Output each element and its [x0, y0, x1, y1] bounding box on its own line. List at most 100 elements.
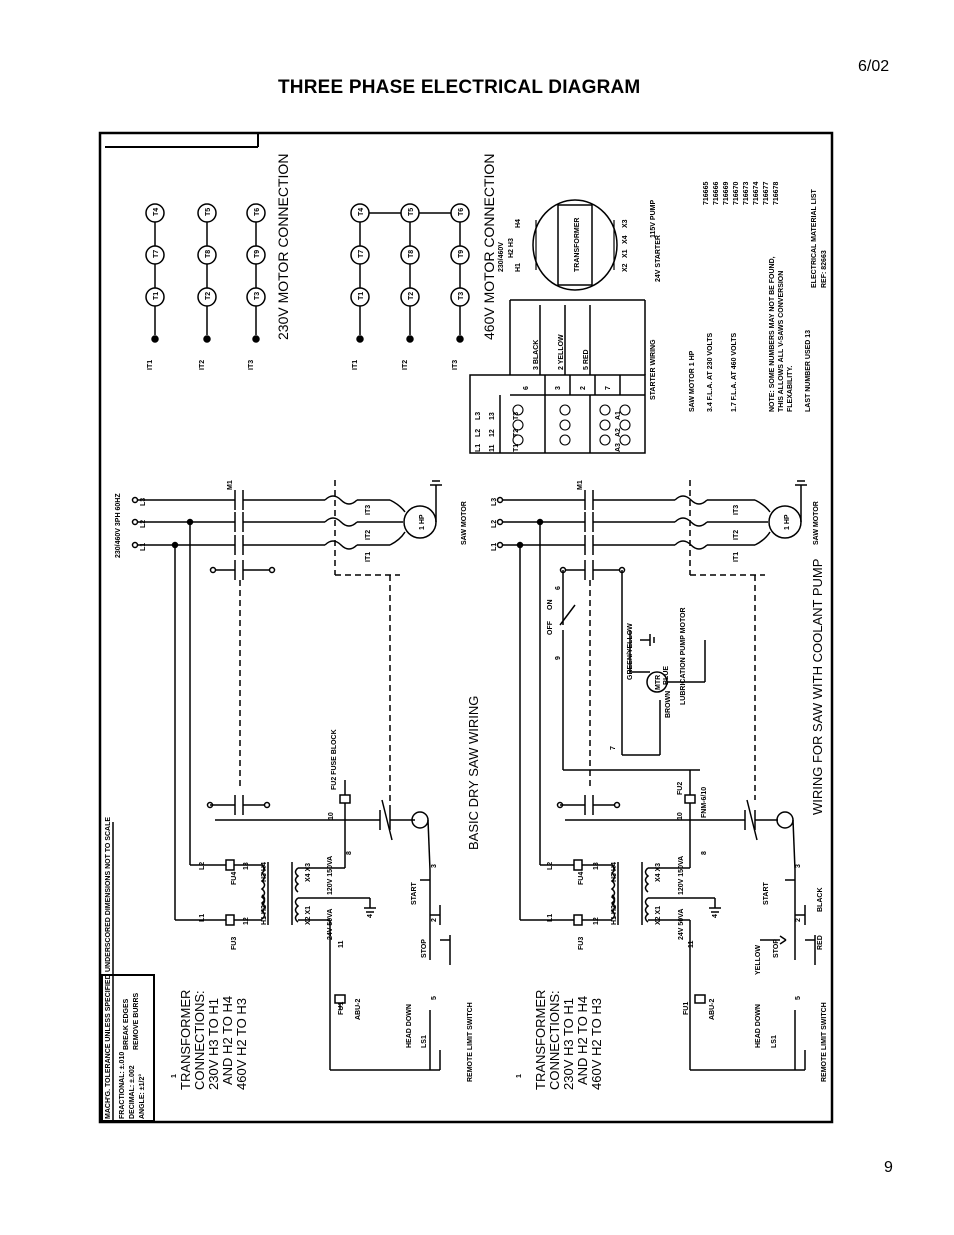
transformer-volts: 230/460V — [498, 242, 505, 272]
coolant-wire-3: 3 — [795, 864, 802, 868]
coolant-term-IT1: IT1 — [733, 552, 740, 562]
coolant-mtr-label: MTR — [655, 675, 662, 690]
term-230-T2: T2 — [205, 292, 212, 300]
input-230-IT2: IT2 — [199, 360, 206, 370]
basic-120v: 120V 150VA — [327, 856, 334, 895]
svg-text:460V H2 TO H3: 460V H2 TO H3 — [234, 998, 249, 1090]
input-460-IT3: IT3 — [452, 360, 459, 370]
transformer-pump-out: 115V PUMP — [650, 200, 657, 238]
coolant-wire-2: 2 — [795, 918, 802, 922]
term-230-T8: T8 — [205, 250, 212, 258]
caption-460v-motor: 460V MOTOR CONNECTION — [481, 154, 497, 340]
basic-stop-label: STOP — [421, 939, 428, 958]
starter-b-T3: T3 — [513, 412, 520, 420]
note-line-1: NOTE: SOME NUMBERS MAY NOT BE FOUND, — [769, 256, 776, 412]
basic-x2x1: X2 X1 — [305, 906, 312, 925]
svg-text:TRANSFORMER: TRANSFORMER — [178, 990, 193, 1090]
coolant-off-label: OFF — [547, 620, 554, 635]
basic-phase-L2: L2 — [140, 520, 147, 528]
coolant-fu2-label: FU2 — [677, 782, 684, 795]
starter-c-A1: A1 — [615, 411, 622, 420]
coolant-fu1-label: FU1 — [683, 1002, 690, 1015]
basic-fu4-label: FU4 — [231, 872, 238, 885]
starter-L2: L2 — [475, 429, 482, 437]
tol-angle: ANGLE: ±1/2° — [138, 1074, 146, 1119]
tol-fractional: FRACTIONAL: ±.010 — [119, 1052, 126, 1119]
basic-m1-label: M1 — [227, 480, 234, 490]
coolant-blue-label: BLUE — [663, 666, 670, 685]
coolant-L1: L1 — [547, 914, 554, 922]
coolant-wire-1: 1 — [516, 1074, 523, 1078]
coolant-phase-L1: L1 — [491, 543, 498, 551]
coolant-on-label: ON — [547, 600, 554, 611]
input-460-IT1: IT1 — [352, 360, 359, 370]
coolant-wire-11: 11 — [688, 940, 695, 948]
title-block: MACH'G. TOLERANCE UNLESS SPECIFIED UNDER… — [101, 817, 155, 1122]
coolant-wire-5: 5 — [795, 996, 802, 1000]
term-460-T5: T5 — [408, 208, 415, 216]
scale-note: UNDERSCORED DIMENSIONS NOT TO SCALE — [105, 817, 112, 972]
svg-text:460V H2 TO H3: 460V H2 TO H3 — [589, 998, 604, 1090]
input-460-IT2: IT2 — [402, 360, 409, 370]
starter-num-2: 2 — [580, 386, 587, 390]
remove-burrs-note: REMOVE BURRS — [133, 992, 140, 1050]
starter-b-T1: T1 — [513, 444, 520, 452]
svg-text:230V H3 TO H1: 230V H3 TO H1 — [206, 998, 221, 1090]
coolant-phase-L2: L2 — [491, 520, 498, 528]
transformer-x4: X4 — [622, 235, 629, 244]
coolant-wire-10: 10 — [677, 812, 684, 820]
starter-wire-yellow: 2 YELLOW — [558, 334, 565, 370]
coolant-h3h4: H3 H4 — [611, 862, 618, 882]
coolant-term-IT2: IT2 — [733, 530, 740, 540]
starter-L1: L1 — [475, 444, 482, 452]
coolant-ls1-label: LS1 — [771, 1035, 778, 1048]
term-230-T3: T3 — [254, 292, 261, 300]
svg-text:AND H2 TO H4: AND H2 TO H4 — [220, 996, 235, 1085]
basic-h3h4: H3 H4 — [261, 862, 268, 882]
basic-fu1-label: FU1 — [338, 1002, 345, 1015]
note-line-3: FLEXABILITY. — [787, 366, 794, 412]
coolant-h1h2: H1 H2 — [611, 905, 618, 925]
motor-connection-460v — [350, 203, 470, 343]
svg-text:CONNECTIONS:: CONNECTIONS: — [547, 990, 562, 1090]
coolant-term-IT3: IT3 — [733, 505, 740, 515]
term-230-T1: T1 — [153, 292, 160, 300]
coolant-black-label: BLACK — [817, 888, 824, 913]
note-line-4: LAST NUMBER USED 13 — [805, 330, 812, 412]
term-230-T7: T7 — [153, 250, 160, 258]
basic-phase-L1: L1 — [140, 543, 147, 551]
starter-a-13: 13 — [489, 412, 496, 420]
coolant-saw-motor-label: SAW MOTOR — [813, 501, 820, 545]
coolant-phase-L3: L3 — [491, 498, 498, 506]
basic-wire-5: 5 — [431, 996, 438, 1000]
spec-saw-motor: SAW MOTOR 1 HP — [689, 350, 696, 412]
basic-wiring-title: BASIC DRY SAW WIRING — [466, 696, 481, 850]
basic-I2: 12 — [243, 917, 250, 925]
basic-L1: L1 — [199, 914, 206, 922]
material-item-7: 716677 — [763, 182, 770, 205]
starter-num-3: 3 — [555, 386, 562, 390]
basic-wire-1: 1 — [171, 1074, 178, 1078]
basic-fu2-label: FU2 FUSE BLOCK — [331, 729, 338, 790]
coolant-start-label: START — [763, 881, 770, 905]
coolant-motor-hp: 1 HP — [784, 514, 791, 530]
starter-a-11: 11 — [489, 444, 496, 452]
material-item-5: 716673 — [743, 182, 750, 205]
transformer-x3: X3 — [622, 219, 629, 228]
starter-a-12: 12 — [489, 429, 496, 437]
coolant-brown-label: BROWN — [665, 691, 672, 718]
spec-fla-230: 3.4 F.L.A. AT 230 VOLTS — [707, 332, 714, 412]
svg-text:230V H3 TO H1: 230V H3 TO H1 — [561, 998, 576, 1090]
basic-wire-8: 8 — [346, 851, 353, 855]
coolant-120v: 120V 150VA — [678, 856, 685, 895]
basic-supply-label: 230/460V 3PH 60HZ — [115, 493, 122, 558]
transformer-label: TRANSFORMER — [574, 218, 581, 272]
coolant-fu4-label: FU4 — [578, 872, 585, 885]
term-460-T9: T9 — [458, 250, 465, 258]
term-230-T5: T5 — [205, 208, 212, 216]
coolant-wire-4: 4 — [712, 914, 719, 918]
term-460-T4: T4 — [358, 208, 365, 216]
input-230-IT1: IT1 — [147, 360, 154, 370]
coolant-head-down-label: HEAD DOWN — [755, 1004, 762, 1048]
basic-wire-10: 10 — [328, 812, 335, 820]
